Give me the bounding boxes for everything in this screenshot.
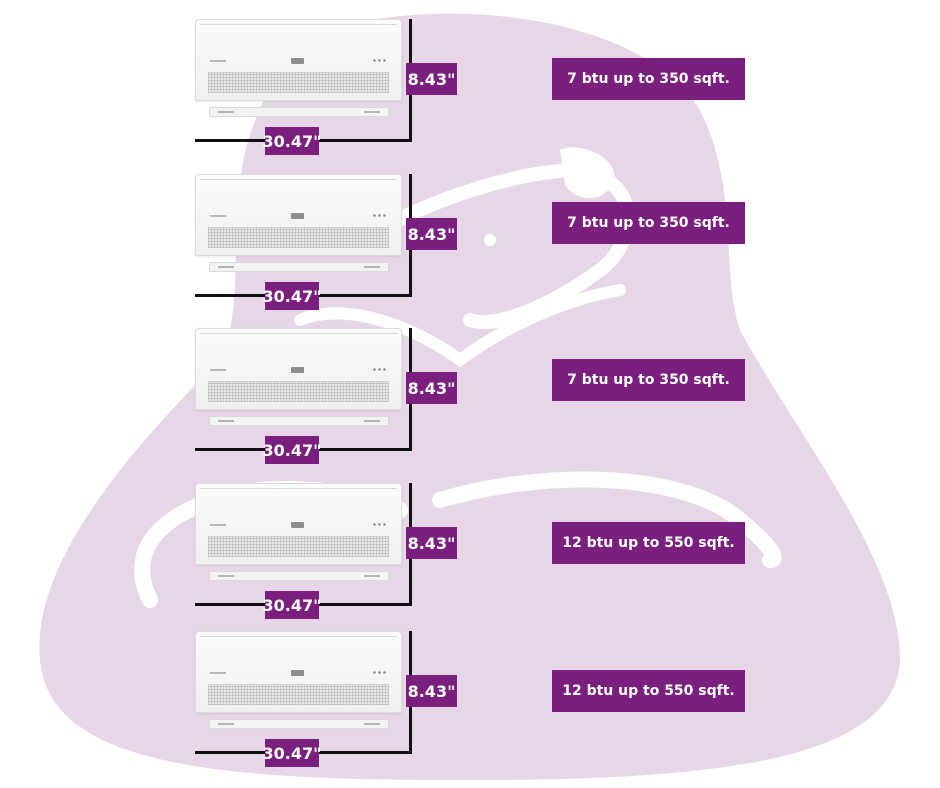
louver-label-right — [364, 266, 380, 268]
ac-brand-mark — [210, 60, 226, 62]
ac-top-edge — [200, 636, 397, 637]
mascot-arm-right — [432, 471, 782, 568]
ac-top-edge — [200, 24, 397, 25]
ac-vent-grille — [208, 684, 389, 705]
mascot-neck-curve — [294, 284, 626, 368]
height-dimension-label: 8.43" — [406, 372, 457, 404]
ac-vent-grille — [208, 536, 389, 557]
height-dimension-label: 8.43" — [406, 63, 457, 95]
ac-unit-row: 8.43" 30.47" — [195, 328, 465, 468]
ac-brand-mark — [210, 369, 226, 371]
ac-display-panel — [291, 58, 304, 64]
capacity-badge: 7 btu up to 350 sqft. — [552, 58, 745, 100]
ac-display-panel — [291, 367, 304, 373]
mascot-beak — [560, 147, 615, 199]
ac-indoor-unit-image — [195, 483, 402, 565]
ac-unit-row: 8.43" 30.47" — [195, 631, 465, 771]
ac-indoor-unit-image — [195, 174, 402, 256]
capacity-badge: 12 btu up to 550 sqft. — [552, 522, 745, 564]
ac-indicator-lights — [372, 214, 386, 217]
height-dimension-label: 8.43" — [406, 675, 457, 707]
ac-indoor-unit-image — [195, 631, 402, 713]
louver-label-left — [218, 266, 234, 268]
ac-display-panel — [291, 213, 304, 219]
louver-label-right — [364, 111, 380, 113]
ac-vent-grille — [208, 72, 389, 93]
ac-louver-panel — [209, 719, 389, 729]
ac-indicator-lights — [372, 671, 386, 674]
mascot-body-shape — [39, 13, 900, 780]
ac-brand-mark — [210, 215, 226, 217]
ac-indicator-lights — [372, 523, 386, 526]
louver-label-right — [364, 575, 380, 577]
louver-label-left — [218, 420, 234, 422]
width-dimension-label: 30.47" — [263, 127, 321, 155]
ac-indicator-lights — [372, 59, 386, 62]
ac-indoor-unit-image — [195, 328, 402, 410]
ac-louver-panel — [209, 262, 389, 272]
louver-label-right — [364, 420, 380, 422]
ac-brand-mark — [210, 524, 226, 526]
width-dimension-label: 30.47" — [263, 591, 321, 619]
capacity-badge: 12 btu up to 550 sqft. — [552, 670, 745, 712]
height-dimension-label: 8.43" — [406, 218, 457, 250]
capacity-badge: 7 btu up to 350 sqft. — [552, 359, 745, 401]
ac-brand-mark — [210, 672, 226, 674]
ac-unit-row: 8.43" 30.47" — [195, 483, 465, 623]
ac-vent-grille — [208, 227, 389, 248]
ac-top-edge — [200, 488, 397, 489]
ac-louver-panel — [209, 107, 389, 117]
ac-top-edge — [200, 333, 397, 334]
louver-label-left — [218, 723, 234, 725]
louver-label-left — [218, 111, 234, 113]
ac-unit-row: 8.43" 30.47" — [195, 174, 465, 314]
ac-indicator-lights — [372, 368, 386, 371]
louver-label-left — [218, 575, 234, 577]
ac-louver-panel — [209, 416, 389, 426]
louver-label-right — [364, 723, 380, 725]
ac-display-panel — [291, 522, 304, 528]
mascot-eye — [484, 234, 496, 246]
ac-louver-panel — [209, 571, 389, 581]
height-dimension-label: 8.43" — [406, 527, 457, 559]
ac-unit-row: 8.43" 30.47" — [195, 19, 465, 159]
width-dimension-label: 30.47" — [263, 282, 321, 310]
ac-vent-grille — [208, 381, 389, 402]
ac-display-panel — [291, 670, 304, 676]
capacity-badge: 7 btu up to 350 sqft. — [552, 202, 745, 244]
width-dimension-label: 30.47" — [263, 436, 321, 464]
ac-indoor-unit-image — [195, 19, 402, 101]
ac-top-edge — [200, 179, 397, 180]
width-dimension-label: 30.47" — [263, 739, 321, 767]
